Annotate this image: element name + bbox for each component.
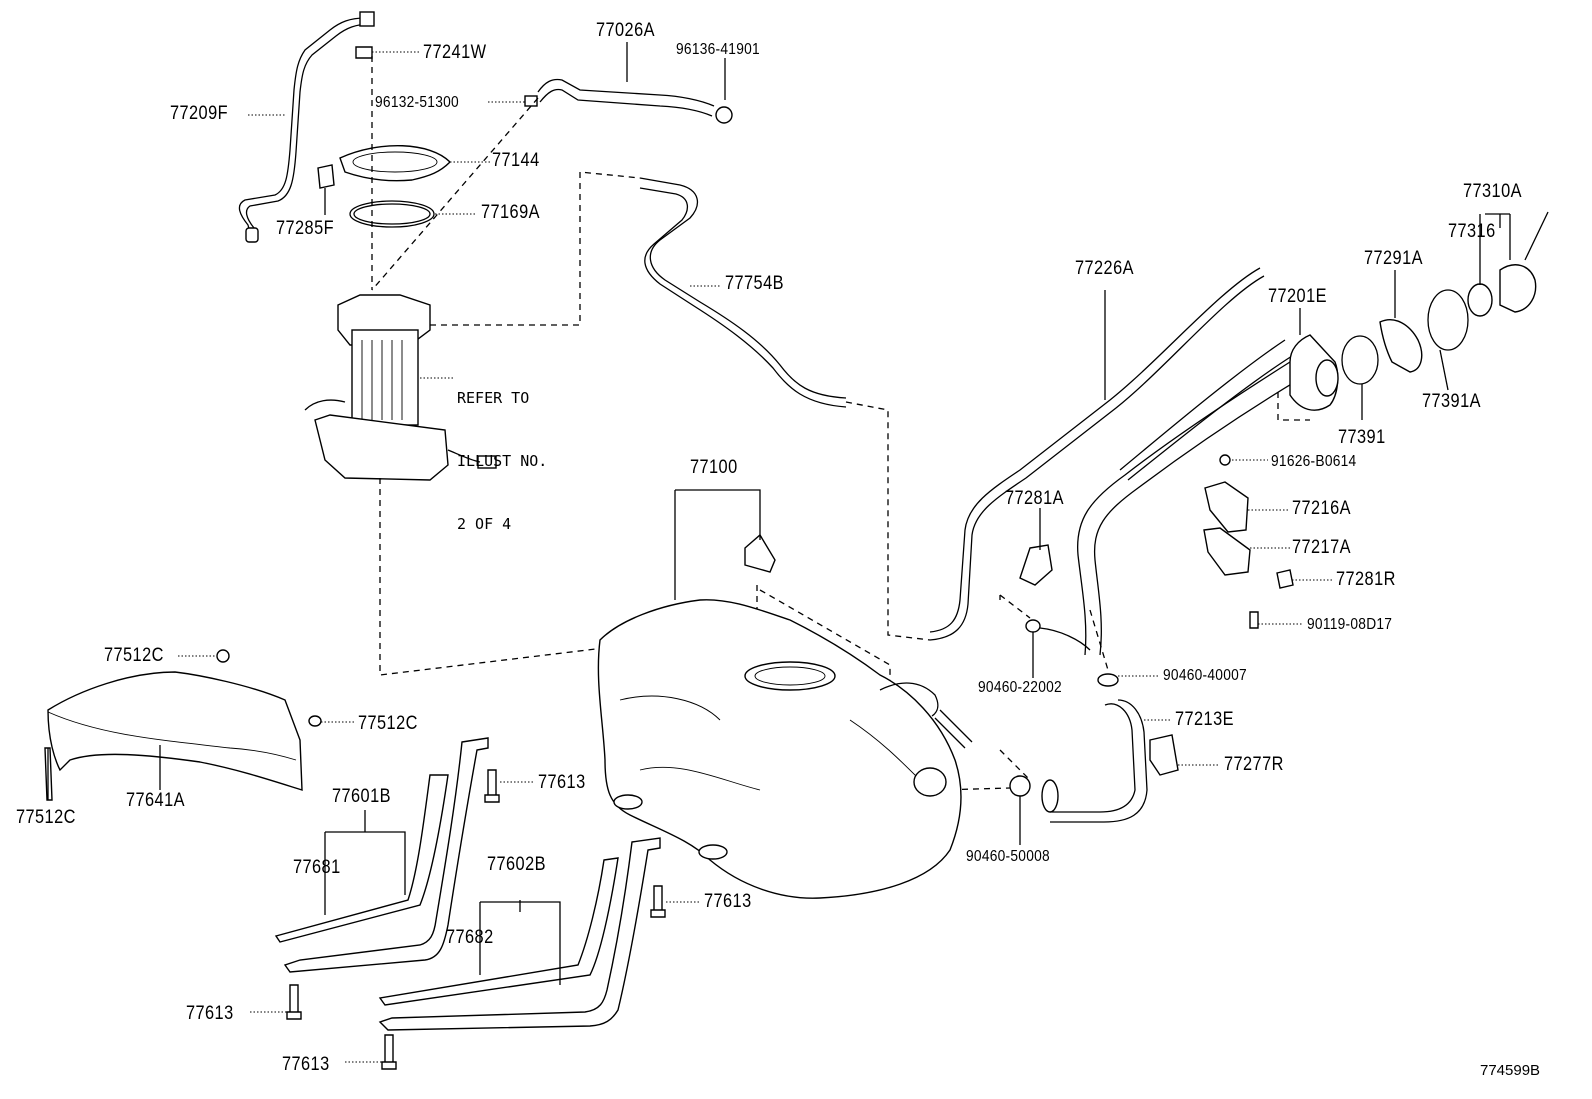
part-label-77613-c[interactable]: 77613 bbox=[186, 1003, 234, 1024]
part-label-77169A[interactable]: 77169A bbox=[481, 202, 540, 223]
part-label-77144[interactable]: 77144 bbox=[492, 150, 540, 171]
part-label-77613-b[interactable]: 77613 bbox=[704, 891, 752, 912]
filler-pipe-77201E bbox=[1076, 334, 1339, 656]
part-label-77641A[interactable]: 77641A bbox=[126, 790, 185, 811]
fuel-cap-77310A bbox=[1467, 211, 1549, 317]
part-label-77512C-left[interactable]: 77512C bbox=[16, 807, 76, 828]
note-line-1: REFER TO bbox=[457, 389, 530, 407]
gasket-77391 bbox=[1341, 335, 1379, 385]
hose-77213E bbox=[1041, 699, 1148, 823]
cap-ring-77291A bbox=[1379, 319, 1423, 373]
breather-tube-77754B bbox=[639, 177, 847, 408]
note-line-2: ILLUST NO. bbox=[457, 452, 548, 470]
retainer-ring-77144 bbox=[339, 145, 451, 182]
part-label-91626-B0614[interactable]: 91626-B0614 bbox=[1271, 453, 1357, 470]
note-line-3: 2 OF 4 bbox=[457, 515, 512, 533]
part-label-77281A[interactable]: 77281A bbox=[1005, 488, 1064, 509]
part-label-77201E[interactable]: 77201E bbox=[1268, 286, 1327, 307]
fuel-pump-assembly bbox=[304, 294, 497, 481]
part-label-77512C-right[interactable]: 77512C bbox=[358, 713, 418, 734]
vapor-hose-77209F bbox=[238, 11, 375, 243]
fuel-tank-77100 bbox=[597, 599, 973, 899]
leader-lines bbox=[47, 42, 1511, 1063]
part-label-77285F[interactable]: 77285F bbox=[276, 218, 335, 239]
part-label-77512C-top[interactable]: 77512C bbox=[104, 645, 164, 666]
gasket-77169A bbox=[349, 200, 435, 228]
clamps-90460 bbox=[1009, 619, 1119, 797]
part-label-77281R[interactable]: 77281R bbox=[1336, 569, 1396, 590]
part-label-77217A[interactable]: 77217A bbox=[1292, 537, 1351, 558]
part-label-77291A[interactable]: 77291A bbox=[1364, 248, 1423, 269]
part-label-77277R[interactable]: 77277R bbox=[1224, 754, 1284, 775]
part-label-90460-22002[interactable]: 90460-22002 bbox=[978, 679, 1062, 696]
figure-reference-number: 774599B bbox=[1480, 1062, 1541, 1079]
part-label-77209F[interactable]: 77209F bbox=[170, 103, 229, 124]
bolts-77613 bbox=[286, 769, 666, 1070]
part-label-77213E[interactable]: 77213E bbox=[1175, 709, 1234, 730]
band-77601B bbox=[274, 737, 489, 973]
gasket-77391A bbox=[1427, 289, 1469, 351]
refer-illustration-note: REFER TO ILLUST NO. 2 OF 4 bbox=[457, 346, 547, 556]
clip-77281A bbox=[1019, 544, 1053, 586]
tank-protector-77100-part bbox=[744, 533, 776, 573]
part-label-77754B[interactable]: 77754B bbox=[725, 273, 784, 294]
part-label-77026A[interactable]: 77026A bbox=[596, 20, 655, 41]
insulator-77641A bbox=[44, 649, 322, 801]
part-label-77391A[interactable]: 77391A bbox=[1422, 391, 1481, 412]
part-label-77602B[interactable]: 77602B bbox=[487, 854, 546, 875]
brackets-77216A-77217A bbox=[1203, 454, 1294, 629]
band-77602B bbox=[378, 837, 661, 1031]
filler-tube-77226A bbox=[929, 267, 1265, 641]
part-label-77613-d[interactable]: 77613 bbox=[282, 1054, 330, 1075]
part-label-90460-50008[interactable]: 90460-50008 bbox=[966, 848, 1050, 865]
part-label-77613-a[interactable]: 77613 bbox=[538, 772, 586, 793]
part-label-90460-40007[interactable]: 90460-40007 bbox=[1163, 667, 1247, 684]
hose-90460-22002-line bbox=[1039, 627, 1091, 651]
part-label-96136-41901[interactable]: 96136-41901 bbox=[676, 41, 760, 58]
hose-77026A bbox=[524, 78, 733, 124]
hose-77277R bbox=[1149, 734, 1179, 776]
part-label-77681[interactable]: 77681 bbox=[293, 857, 341, 878]
part-label-77391[interactable]: 77391 bbox=[1338, 427, 1386, 448]
part-label-77601B[interactable]: 77601B bbox=[332, 786, 391, 807]
part-label-96132-51300[interactable]: 96132-51300 bbox=[375, 94, 459, 111]
part-label-77241W[interactable]: 77241W bbox=[423, 42, 487, 63]
part-label-90119-08D17[interactable]: 90119-08D17 bbox=[1307, 616, 1393, 633]
part-label-77682[interactable]: 77682 bbox=[446, 927, 494, 948]
clip-77285F bbox=[317, 164, 335, 189]
clip-77241W bbox=[355, 46, 373, 59]
part-label-77226A[interactable]: 77226A bbox=[1075, 258, 1134, 279]
part-label-77316[interactable]: 77316 bbox=[1448, 221, 1496, 242]
part-label-77310A[interactable]: 77310A bbox=[1463, 181, 1522, 202]
part-label-77216A[interactable]: 77216A bbox=[1292, 498, 1351, 519]
part-label-77100[interactable]: 77100 bbox=[690, 457, 738, 478]
